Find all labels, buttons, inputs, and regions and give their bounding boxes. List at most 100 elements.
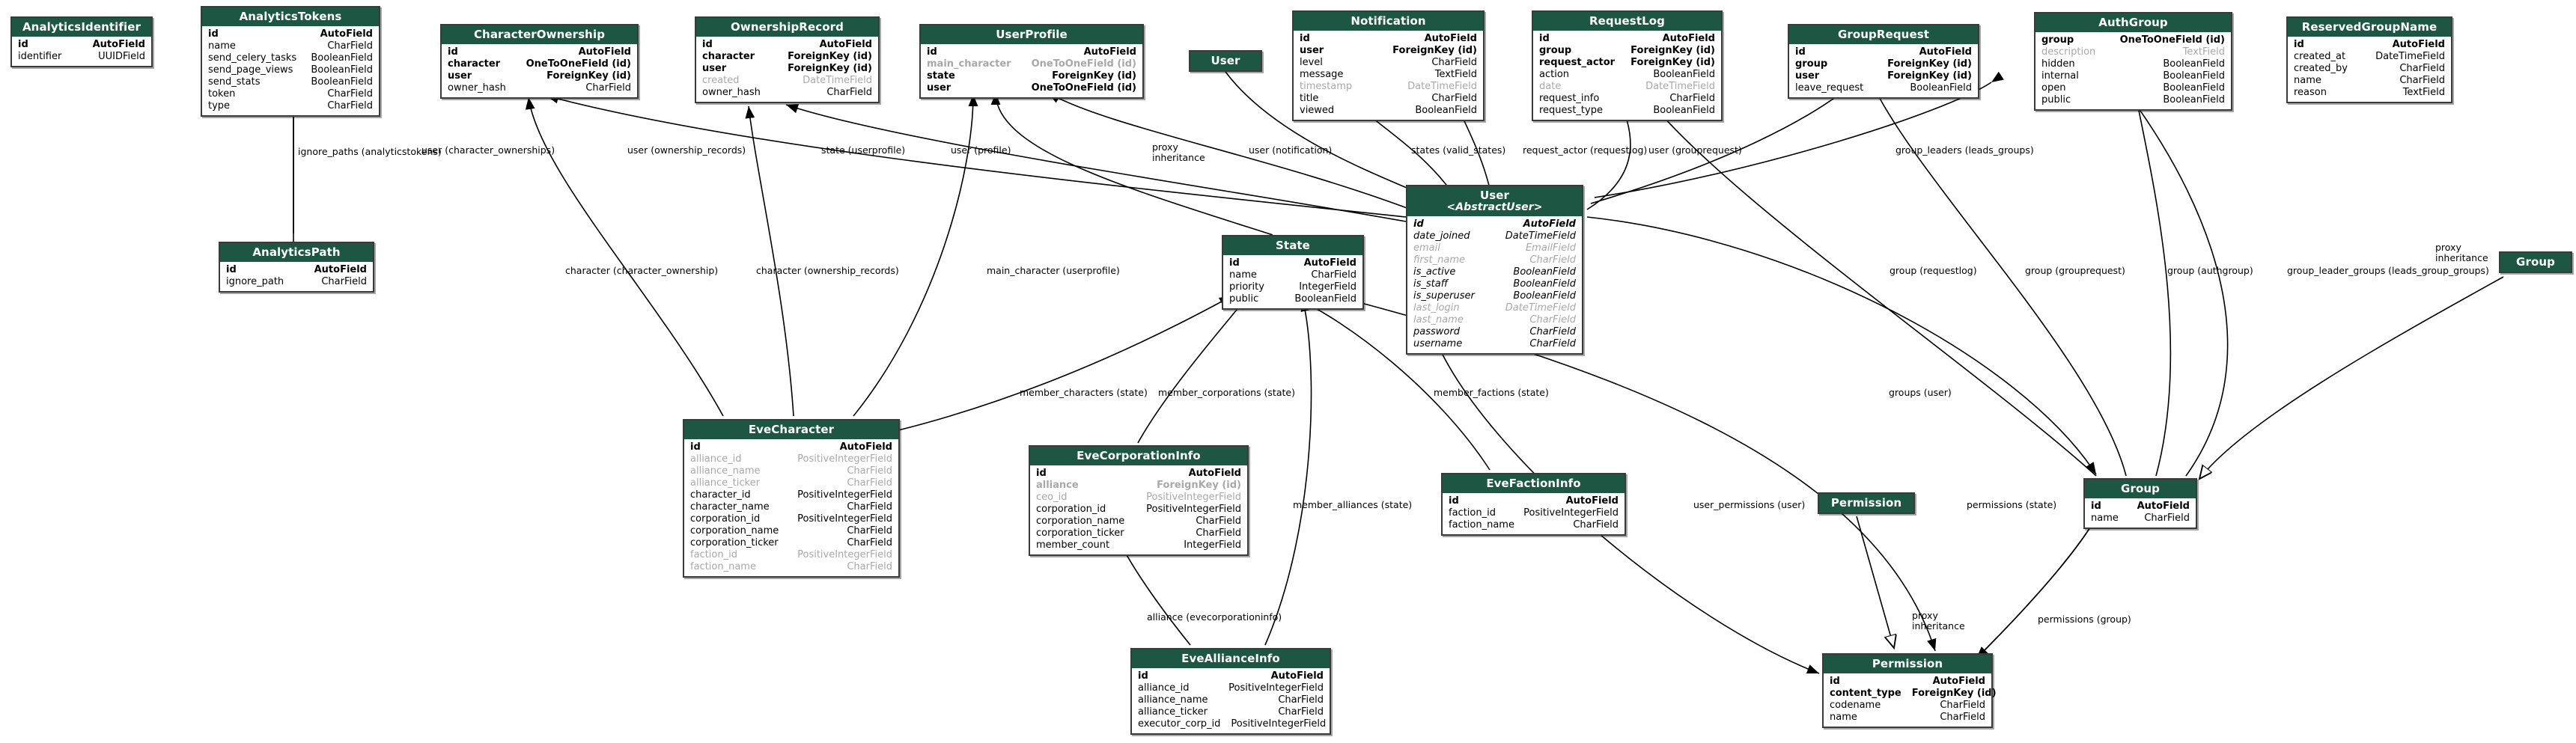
field-name: email — [1413, 242, 1440, 254]
field-name: open — [2041, 82, 2066, 94]
field-type: BooleanField — [311, 52, 373, 64]
field-type: DateTimeField — [1505, 302, 1576, 314]
entity-title-user_abstract: User<AbstractUser> — [1407, 186, 1582, 217]
field-type: PositiveIntegerField — [1523, 507, 1619, 519]
field-name: send_stats — [208, 76, 261, 88]
field-type: AutoField — [1270, 670, 1324, 682]
field-type: CharField — [1529, 326, 1576, 338]
field-type: ForeignKey (id) — [1392, 44, 1477, 56]
field-type: DateTimeField — [1505, 230, 1576, 242]
field-type: CharField — [1529, 338, 1576, 350]
field-type: BooleanField — [311, 76, 373, 88]
field-type: BooleanField — [311, 64, 373, 76]
entity-name: GroupRequest — [1837, 28, 1930, 41]
field-type: AutoField — [1565, 495, 1619, 507]
field-name: date — [1539, 80, 1562, 92]
field-type: BooleanField — [1415, 104, 1477, 116]
entity-title-notification: Notification — [1294, 12, 1483, 31]
field-type: PositiveIntegerField — [1146, 503, 1241, 515]
entity-name: State — [1276, 239, 1310, 252]
field-type: UUIDField — [98, 50, 145, 62]
field-name: created — [702, 74, 740, 86]
field-type: CharField — [1431, 92, 1477, 104]
entity-title-requestlog: RequestLog — [1533, 12, 1721, 31]
field-name: member_count — [1036, 539, 1110, 551]
field-name: id — [1036, 467, 1047, 479]
field-type: CharField — [847, 501, 892, 513]
field-type: OneToOneField (id) — [1031, 58, 1136, 70]
field-type: CharField — [585, 82, 631, 94]
entity-name: OwnershipRecord — [731, 20, 844, 34]
field-type: CharField — [1573, 519, 1619, 531]
field-type: CharField — [2144, 512, 2190, 524]
edge-label-l-user-charown: user (character_ownerships) — [421, 144, 555, 156]
field-name: id — [927, 46, 937, 58]
entity-title-group_top: Group — [2500, 253, 2571, 272]
field-type: CharField — [847, 465, 892, 477]
field-type: CharField — [1669, 92, 1715, 104]
entity-name: AnalyticsIdentifier — [22, 20, 141, 34]
field-name: id — [690, 441, 701, 453]
field-type: PositiveIntegerField — [1146, 491, 1241, 503]
field-name: name — [1229, 269, 1257, 281]
field-type: AutoField — [2392, 38, 2445, 50]
entity-user_simple[interactable]: User — [1189, 50, 1262, 72]
field-name: id — [2091, 500, 2101, 512]
entity-title-authgroup: AuthGroup — [2035, 13, 2231, 32]
field-type: CharField — [327, 40, 373, 52]
field-type: CharField — [1278, 706, 1324, 718]
field-type: ForeignKey (id) — [788, 62, 872, 74]
field-type: BooleanField — [1513, 290, 1576, 302]
field-name: alliance_name — [690, 465, 761, 477]
field-name: description — [2041, 46, 2096, 58]
field-type: DateTimeField — [2375, 50, 2445, 62]
entity-name: EveCharacter — [748, 423, 835, 436]
edge-label-l-user-grouprequest: user (grouprequest) — [1648, 144, 1742, 156]
field-type: BooleanField — [2163, 82, 2225, 94]
entity-permission_proxy[interactable]: Permission — [1818, 492, 1915, 514]
entity-group_top[interactable]: Group — [2499, 251, 2572, 273]
